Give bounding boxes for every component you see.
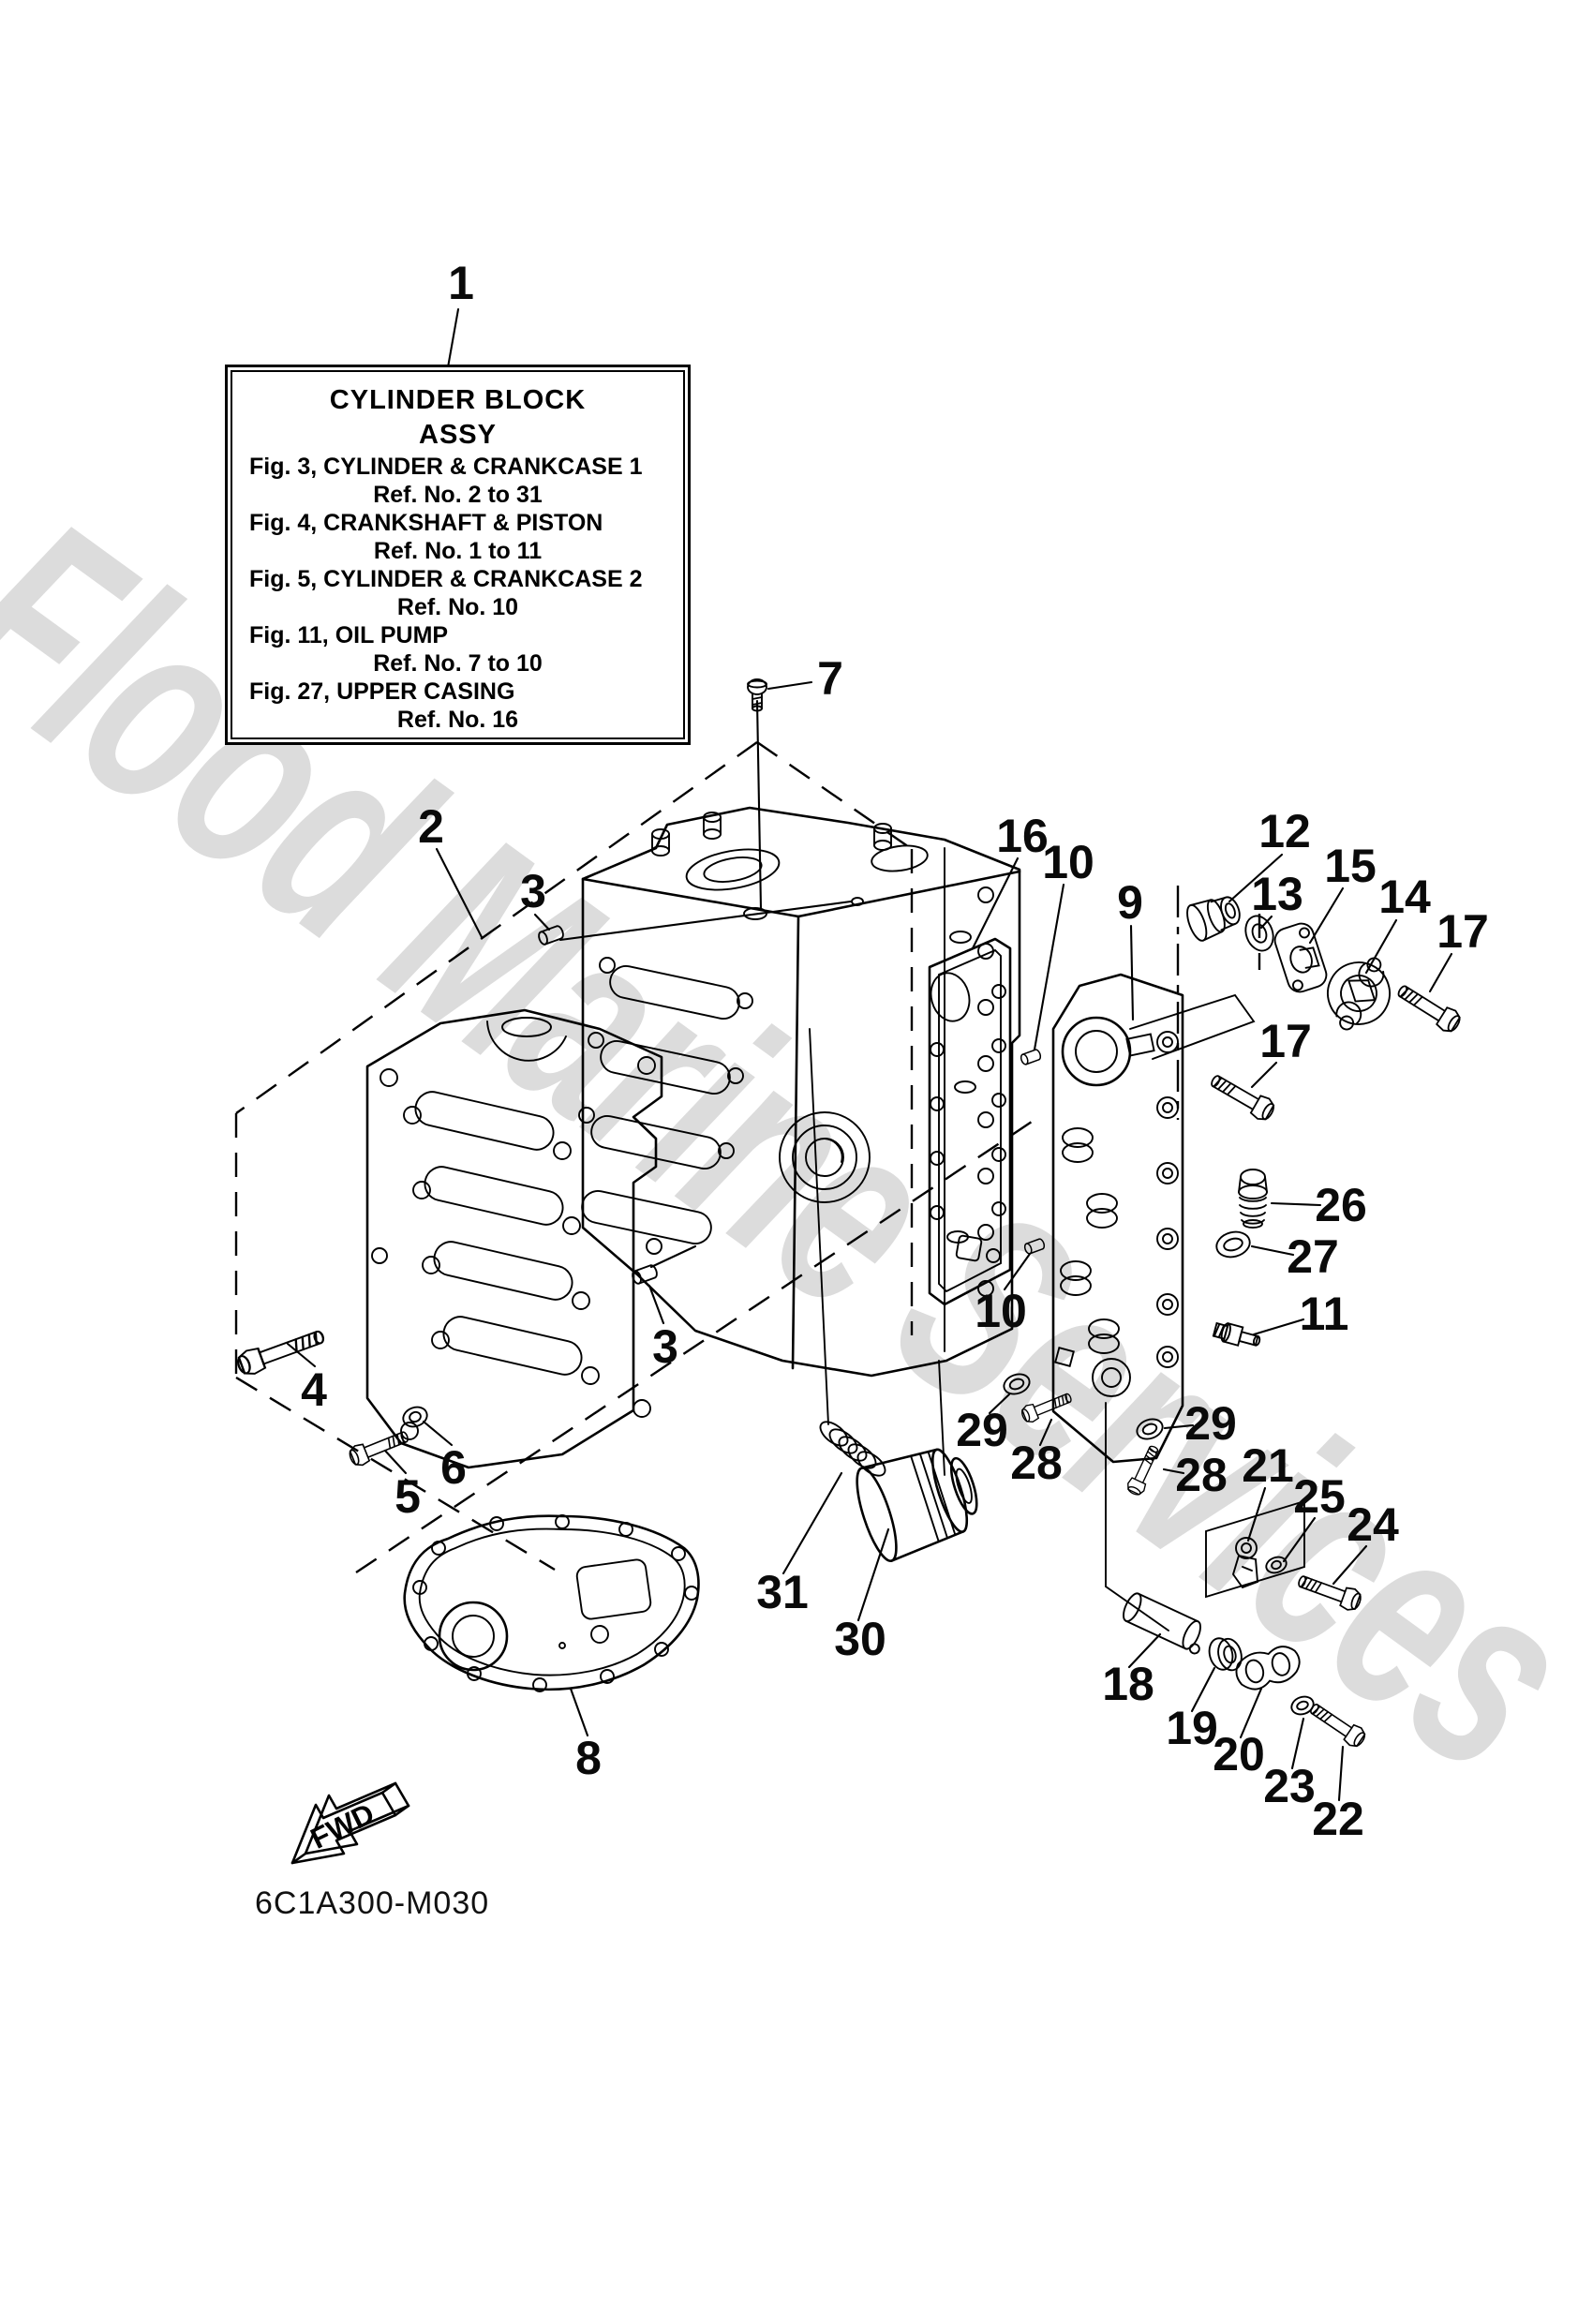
callout-10: 10 — [1042, 836, 1094, 888]
assembly-title-line2: ASSY — [419, 420, 497, 450]
exhaust-cover-drawing — [1051, 973, 1256, 1464]
callout-20: 20 — [1213, 1728, 1265, 1780]
callout-24: 24 — [1347, 1498, 1399, 1551]
figure-entry-ref: Ref. No. 10 — [396, 594, 519, 620]
callout-16: 16 — [996, 810, 1049, 862]
callout-29: 29 — [1184, 1397, 1237, 1450]
callout-25: 25 — [1293, 1470, 1346, 1523]
callout-31: 31 — [756, 1566, 809, 1618]
callout-1: 1 — [448, 257, 474, 309]
callout-22: 22 — [1312, 1793, 1364, 1845]
callout-14: 14 — [1378, 871, 1431, 923]
callout-18: 18 — [1102, 1658, 1154, 1710]
callout-12: 12 — [1258, 805, 1311, 857]
assembly-boundary-dashed — [234, 741, 1261, 1573]
figure-entry-ref: Ref. No. 2 to 31 — [373, 482, 543, 508]
callout-28: 28 — [1010, 1437, 1063, 1489]
callout-4: 4 — [301, 1363, 327, 1416]
callout-3: 3 — [520, 865, 546, 917]
callout-28: 28 — [1175, 1449, 1228, 1501]
fwd-arrow: FWD — [290, 1781, 410, 1865]
callout-3: 3 — [652, 1320, 678, 1373]
figure-entry: Fig. 27, UPPER CASING — [249, 678, 515, 705]
callout-26: 26 — [1315, 1179, 1367, 1231]
plug-parts-drawing — [1000, 1169, 1268, 1498]
callout-9: 9 — [1117, 876, 1143, 929]
leader-lines — [286, 307, 1453, 1802]
callout-8: 8 — [575, 1732, 602, 1784]
oil-filter-drawing — [856, 1448, 978, 1563]
callout-30: 30 — [834, 1613, 886, 1665]
figure-entry: Fig. 5, CYLINDER & CRANKCASE 2 — [249, 566, 643, 592]
crankcase-half-drawing — [365, 1008, 663, 1469]
figure-entry: Fig. 4, CRANKSHAFT & PISTON — [249, 510, 603, 536]
assembly-info-box-inner: CYLINDER BLOCK ASSY Fig. 3, CYLINDER & C… — [231, 370, 685, 739]
callout-6: 6 — [440, 1441, 467, 1494]
figure-entry-ref: Ref. No. 7 to 10 — [373, 650, 543, 677]
mount-parts-drawing — [1105, 1402, 1369, 1751]
callout-10: 10 — [975, 1285, 1027, 1337]
figure-entry-ref: Ref. No. 16 — [396, 707, 519, 733]
cylinder-gasket-drawing — [928, 937, 1012, 1306]
drawing-code: 6C1A300-M030 — [255, 1885, 490, 1921]
callout-11: 11 — [1300, 1288, 1349, 1340]
assembly-info-box: CYLINDER BLOCK ASSY Fig. 3, CYLINDER & C… — [225, 365, 691, 745]
callout-23: 23 — [1263, 1760, 1316, 1812]
callout-13: 13 — [1251, 868, 1303, 920]
callout-19: 19 — [1166, 1702, 1218, 1754]
callout-2: 2 — [418, 800, 444, 853]
callout-17: 17 — [1259, 1015, 1312, 1067]
callout-17: 17 — [1437, 905, 1489, 958]
relief-spring-drawing — [809, 1028, 945, 1477]
figure-entry: Fig. 11, OIL PUMP — [249, 622, 449, 648]
callout-5: 5 — [394, 1470, 421, 1523]
assembly-title-line1: CYLINDER BLOCK — [329, 385, 587, 415]
callout-29: 29 — [956, 1404, 1008, 1456]
figure-entry: Fig. 3, CYLINDER & CRANKCASE 1 — [249, 454, 643, 480]
callout-21: 21 — [1242, 1439, 1294, 1492]
thermostat-parts-drawing — [1186, 896, 1465, 1125]
cylinder-block-main-drawing — [578, 806, 1021, 1378]
callout-27: 27 — [1287, 1230, 1339, 1283]
figure-entry-ref: Ref. No. 1 to 11 — [373, 538, 543, 564]
oil-pan-gasket-drawing — [403, 1514, 700, 1692]
callout-15: 15 — [1324, 840, 1377, 892]
callout-7: 7 — [817, 652, 843, 705]
